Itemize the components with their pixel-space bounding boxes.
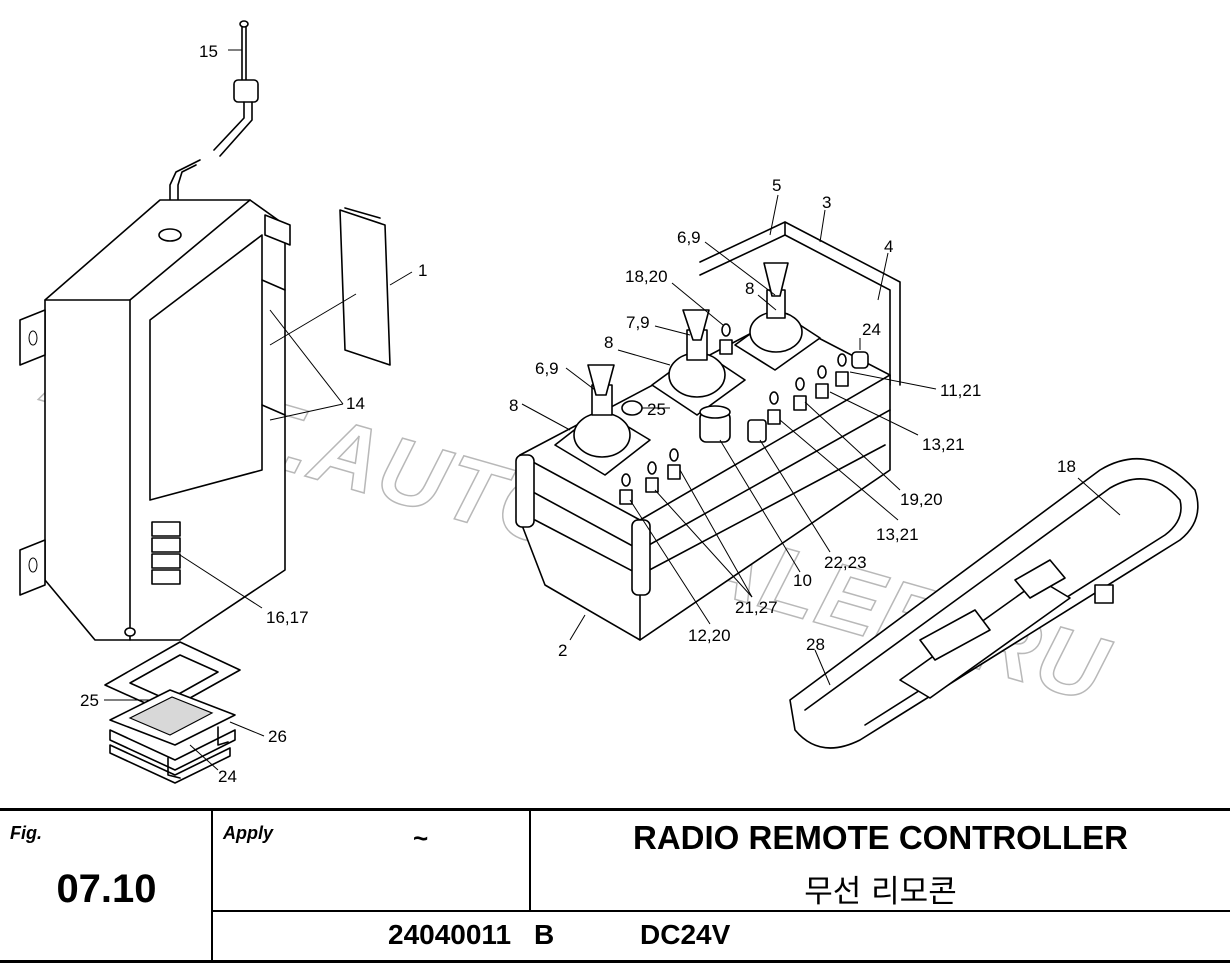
callout-24-left: 24 bbox=[218, 767, 237, 786]
callout-26: 26 bbox=[268, 727, 287, 746]
callout-15: 15 bbox=[199, 42, 218, 61]
connector-parts bbox=[104, 641, 241, 784]
callout-8-top: 8 bbox=[745, 279, 754, 298]
carrying-belt bbox=[789, 457, 1199, 749]
callout-6-9-top: 6,9 bbox=[677, 228, 701, 247]
fig-cell: Fig. 07.10 bbox=[0, 811, 213, 960]
fig-label: Fig. bbox=[10, 823, 42, 843]
callout-25-left: 25 bbox=[80, 691, 99, 710]
callout-28: 28 bbox=[806, 635, 825, 654]
callout-2: 2 bbox=[558, 641, 567, 660]
callout-21-27: 21,27 bbox=[735, 598, 778, 617]
receiver-unit bbox=[19, 20, 391, 641]
callout-24-right: 24 bbox=[862, 320, 881, 339]
callout-8-mid: 8 bbox=[604, 333, 613, 352]
callout-labels: 15 1 14 16,17 25 26 24 5 3 6,9 4 18,20 8… bbox=[80, 42, 1076, 786]
title-cell: RADIO REMOTE CONTROLLER 무선 리모콘 bbox=[531, 811, 1230, 912]
callout-1: 1 bbox=[418, 261, 427, 280]
callout-14: 14 bbox=[346, 394, 365, 413]
part-cell: 24040011 B DC24V bbox=[213, 912, 1230, 960]
revision: B bbox=[534, 919, 555, 950]
apply-label: Apply bbox=[223, 823, 274, 843]
voltage: DC24V bbox=[640, 919, 731, 950]
callout-7-9: 7,9 bbox=[626, 313, 650, 332]
transmitter-unit bbox=[515, 221, 901, 641]
fig-number: 07.10 bbox=[56, 867, 157, 911]
callout-10: 10 bbox=[793, 571, 812, 590]
title-english: RADIO REMOTE CONTROLLER bbox=[633, 819, 1128, 856]
callout-11-21: 11,21 bbox=[940, 381, 981, 400]
apply-cell: Apply ~ bbox=[213, 811, 531, 912]
callout-25-mid: 25 bbox=[647, 400, 666, 419]
callout-13-21-b: 13,21 bbox=[876, 525, 919, 544]
title-korean: 무선 리모콘 bbox=[804, 874, 957, 910]
parts-drawing: ACAT.AUTODEALER.RU bbox=[19, 20, 1199, 786]
callout-5: 5 bbox=[772, 176, 781, 195]
callout-8-left: 8 bbox=[509, 396, 518, 415]
callout-16-17: 16,17 bbox=[266, 608, 309, 627]
part-number: 24040011 bbox=[388, 919, 512, 950]
apply-range: ~ bbox=[413, 823, 429, 853]
callout-18-20: 18,20 bbox=[625, 267, 668, 286]
callout-18: 18 bbox=[1057, 457, 1076, 476]
leader-lines bbox=[104, 49, 1121, 771]
callout-6-9-left: 6,9 bbox=[535, 359, 559, 378]
callout-22-23: 22,23 bbox=[824, 553, 867, 572]
callout-3: 3 bbox=[822, 193, 831, 212]
title-block: Fig. 07.10 Apply ~ RADIO REMOTE CONTROLL… bbox=[0, 808, 1230, 963]
callout-19-20: 19,20 bbox=[900, 490, 943, 509]
callout-13-21-a: 13,21 bbox=[922, 435, 965, 454]
callout-12-20: 12,20 bbox=[688, 626, 731, 645]
callout-4: 4 bbox=[884, 237, 893, 256]
